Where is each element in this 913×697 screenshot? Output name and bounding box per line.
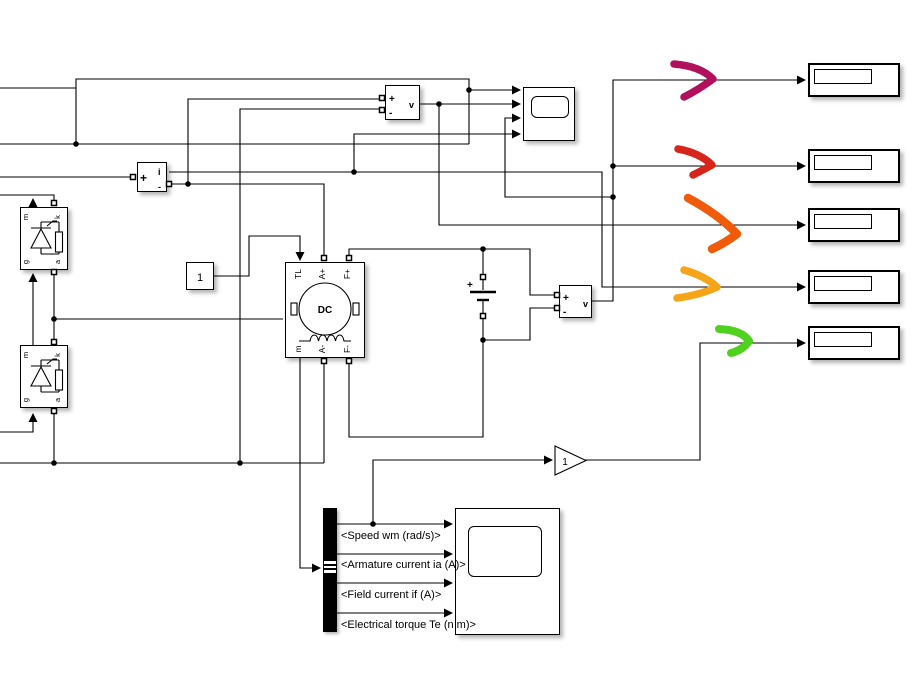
junction-dot — [370, 521, 376, 527]
display-value — [814, 276, 872, 291]
junction-dot — [480, 337, 486, 343]
dc-machine-block[interactable] — [285, 262, 365, 358]
wire-thy1-k[interactable] — [0, 194, 55, 205]
junction-dot — [436, 101, 442, 107]
junction-dot — [51, 316, 57, 322]
current-measurement-block[interactable] — [137, 162, 167, 192]
gain-value: 1 — [562, 457, 568, 468]
junction-dot — [610, 194, 616, 200]
wire-imeas-minus-aplus[interactable] — [169, 183, 325, 256]
wire-v2-out-display1[interactable] — [592, 79, 799, 302]
display-block-1[interactable] — [808, 63, 900, 97]
dc-voltage-source[interactable]: + — [467, 280, 496, 302]
display-block-3[interactable] — [808, 208, 900, 242]
scope-block-bottom[interactable] — [455, 508, 560, 635]
wire-fplus-v2plus[interactable] — [348, 248, 554, 296]
bus-selector-stripe — [324, 561, 336, 564]
scope-block-top[interactable] — [523, 87, 575, 141]
wire-imeas-out-display4[interactable] — [169, 171, 799, 288]
voltage-measurement-block-1[interactable] — [385, 85, 420, 120]
scope-screen — [468, 526, 542, 577]
wire-machine-m-bus[interactable] — [299, 358, 314, 569]
display-value — [814, 332, 872, 347]
gain-block[interactable]: 1 — [554, 445, 588, 476]
display-value — [814, 214, 872, 229]
bus-signal-label-field-current: <Field current if (A)> — [341, 589, 441, 601]
annotation-arrow-magenta[interactable] — [670, 60, 717, 101]
wire-battery-fminus[interactable] — [348, 340, 484, 438]
display-value — [814, 155, 872, 170]
junction-dot — [351, 169, 357, 175]
wire-v1-plus[interactable] — [187, 98, 379, 184]
junction-dot — [237, 460, 243, 466]
annotation-arrow-orange[interactable] — [683, 193, 742, 254]
bus-signal-label-armature-current: <Armature current ia (A)> — [341, 559, 466, 571]
bus-selector-stripe — [324, 565, 336, 568]
junction-dot — [51, 460, 57, 466]
bus-selector-block[interactable] — [323, 508, 337, 632]
gain-triangle — [554, 445, 588, 476]
junction-dot — [185, 181, 191, 187]
wire-gain-display5[interactable] — [585, 342, 799, 461]
annotation-arrow-red[interactable] — [674, 145, 716, 179]
junction-dot — [480, 246, 486, 252]
bus-selector-stripe — [324, 570, 336, 573]
scope-screen — [531, 96, 569, 118]
wire-thy2-gate[interactable] — [0, 414, 34, 433]
battery-plus-label: + — [467, 280, 473, 291]
display-block-5[interactable] — [808, 326, 900, 360]
display-value — [814, 69, 872, 84]
annotation-arrow-amber[interactable] — [673, 266, 721, 302]
input-arrowheads — [28, 75, 806, 618]
display-block-4[interactable] — [808, 270, 900, 304]
wire-v1-out-display3[interactable] — [438, 104, 799, 226]
port-squares — [50, 94, 561, 415]
display-block-2[interactable] — [808, 149, 900, 183]
thyristor-block-1[interactable] — [20, 207, 68, 270]
bus-signal-label-speed: <Speed wm (rad/s)> — [341, 530, 441, 542]
wire-imeas-out-scope[interactable] — [353, 133, 514, 172]
voltage-measurement-block-2[interactable] — [559, 285, 592, 318]
junction-dot — [610, 163, 616, 169]
junction-dot — [466, 87, 472, 93]
wire-battery-v2minus[interactable] — [483, 307, 554, 341]
annotation-arrow-green[interactable] — [715, 325, 753, 357]
thyristor-block-2[interactable] — [20, 345, 68, 408]
junction-dot — [73, 141, 79, 147]
constant-block[interactable] — [186, 262, 214, 290]
